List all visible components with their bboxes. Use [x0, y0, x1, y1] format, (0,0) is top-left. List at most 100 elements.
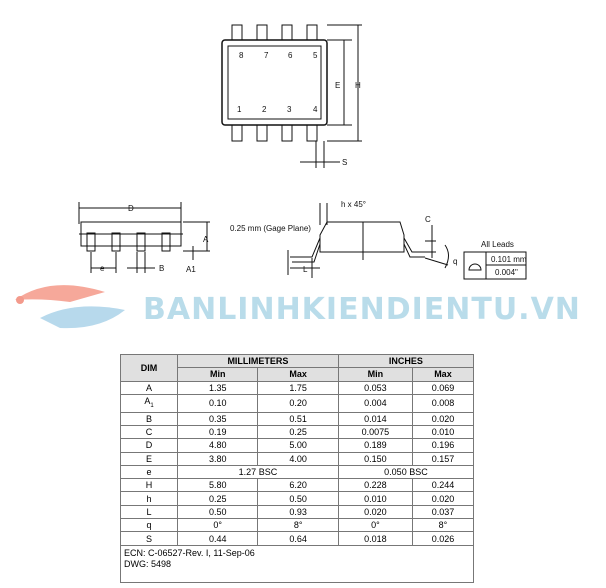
in-max-cell: 0.196	[411, 438, 475, 453]
lead-pin	[256, 124, 268, 142]
dwg-text: DWG: 5498	[124, 558, 172, 569]
dim-label-a1: A1	[186, 265, 196, 274]
mm-min-cell: 5.80	[176, 478, 259, 493]
mm-min-cell: 0.10	[176, 393, 259, 413]
dim-cell: D	[120, 438, 178, 453]
flatness-icon	[468, 263, 482, 271]
mm-max-cell: 0.51	[257, 411, 339, 426]
in-min-cell: 0.020	[337, 504, 413, 520]
lead-pin	[231, 124, 243, 142]
mm-max-cell: 0.25	[257, 424, 339, 440]
mm-max-cell: 0.20	[257, 393, 339, 413]
mm-min-cell: 0.44	[176, 531, 259, 546]
dim-label-e: e	[100, 264, 105, 273]
in-max-cell: 0.244	[411, 478, 475, 493]
lead-pin	[306, 24, 318, 41]
pin-label: 6	[288, 51, 293, 60]
watermark-text: BANLINHKIENDIENTU.VN	[143, 292, 581, 327]
in-min-cell: 0.189	[337, 438, 413, 453]
package-drawing: 8 7 6 5 1 2 3 4 E H S D A A1 e B h x 45°…	[15, 24, 527, 329]
top-view: 8 7 6 5 1 2 3 4 E H S	[221, 24, 362, 168]
dim-cell: A1	[120, 393, 178, 413]
mm-bsc-cell: 1.27 BSC	[177, 464, 339, 480]
lead-pin	[231, 24, 243, 41]
in-min-cell: 0.018	[337, 531, 413, 546]
lead-pin	[281, 124, 293, 142]
dim-cell: C	[120, 424, 178, 440]
in-max-header: Max	[411, 367, 475, 382]
mm-max-cell: 5.00	[257, 438, 339, 453]
dim-label-q: q	[453, 257, 457, 266]
mm-max-cell: 0.50	[257, 491, 339, 506]
dim-header: DIM	[120, 354, 178, 382]
mm-min-cell: 1.35	[176, 380, 259, 395]
mm-max-cell: 4.00	[257, 451, 339, 466]
in-max-cell: 0.157	[411, 451, 475, 466]
dimensions-table: DIM MILLIMETERS INCHES Min Max Min Max A…	[120, 353, 475, 583]
dim-label-a: A	[203, 235, 209, 244]
in-max-cell: 0.037	[411, 504, 475, 520]
in-bsc-cell: 0.050 BSC	[337, 464, 475, 480]
in-min-cell: 0°	[337, 518, 413, 533]
in-min-cell: 0.014	[337, 411, 413, 426]
dim-cell: B	[120, 411, 178, 426]
in-header: INCHES	[337, 353, 475, 369]
dim-cell: H	[120, 478, 178, 493]
mm-min-cell: 0.25	[176, 491, 259, 506]
side-view: D A A1 e B	[78, 202, 210, 274]
mm-min-cell: 0.19	[176, 424, 259, 440]
ecn-text: ECN: C-06527-Rev. I, 11-Sep-06	[124, 547, 255, 558]
in-max-cell: 0.008	[411, 393, 475, 413]
in-max-cell: 0.069	[411, 380, 475, 395]
dim-label-b: B	[159, 264, 164, 273]
mm-min-cell: 0°	[176, 518, 259, 533]
mm-min-cell: 3.80	[176, 451, 259, 466]
end-view: h x 45° 0.25 mm (Gage Plane) C L q All L…	[230, 200, 527, 280]
mm-min-cell: 0.35	[176, 411, 259, 426]
pin-label: 7	[264, 51, 269, 60]
pin-label: 3	[287, 105, 292, 114]
pin-label: 2	[262, 105, 267, 114]
pin-label: 1	[237, 105, 242, 114]
pin-label: 4	[313, 105, 318, 114]
in-min-cell: 0.228	[337, 478, 413, 493]
dim-label-h: H	[355, 81, 361, 90]
dim-label-e-upper: E	[335, 81, 340, 90]
watermark-logo-icon	[15, 285, 125, 329]
in-max-cell: 0.026	[411, 531, 475, 546]
in-min-cell: 0.010	[337, 491, 413, 506]
dim-label-s: S	[342, 158, 347, 167]
dim-cell: e	[120, 464, 178, 480]
table-footer: ECN: C-06527-Rev. I, 11-Sep-06 DWG: 5498	[120, 544, 474, 583]
in-min-cell: 0.004	[337, 393, 413, 413]
mm-header: MILLIMETERS	[177, 353, 339, 369]
in-min-cell: 0.053	[337, 380, 413, 395]
lead-pin	[281, 24, 293, 41]
dim-cell: L	[120, 504, 178, 520]
tolerance-mm: 0.101 mm	[491, 255, 527, 264]
mm-max-cell: 6.20	[257, 478, 339, 493]
mm-max-cell: 0.93	[257, 504, 339, 520]
mm-max-cell: 8°	[257, 518, 339, 533]
dim-cell: A	[120, 380, 178, 395]
pin-label: 5	[313, 51, 318, 60]
in-min-cell: 0.150	[337, 451, 413, 466]
in-min-cell: 0.0075	[337, 424, 413, 440]
mm-min-header: Min	[176, 367, 259, 382]
pin-label: 8	[239, 51, 244, 60]
in-min-header: Min	[337, 367, 413, 382]
dim-label-d: D	[128, 204, 134, 213]
in-max-cell: 0.020	[411, 411, 475, 426]
dim-cell: q	[120, 518, 178, 533]
tolerance-in: 0.004"	[495, 268, 518, 277]
